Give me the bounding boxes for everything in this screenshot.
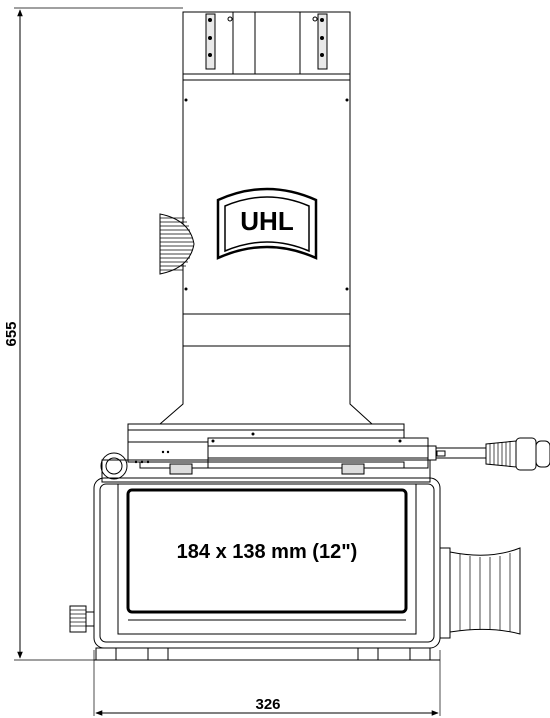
column-housing [182,11,351,75]
screen-size-label: 184 x 138 mm (12") [177,541,358,563]
focus-knob [159,213,195,275]
micrometer [427,437,550,471]
base-left-knob [69,605,95,633]
height-label: 655 [3,321,20,346]
stage [100,423,429,480]
width-dimension [93,650,441,716]
width-label: 326 [255,696,280,713]
base-right-knob [439,547,521,639]
uhl-logo-text: UHL [240,206,294,236]
uhl-logo [216,187,318,260]
base [93,459,441,661]
height-dimension [14,7,183,661]
main-body [158,73,374,425]
